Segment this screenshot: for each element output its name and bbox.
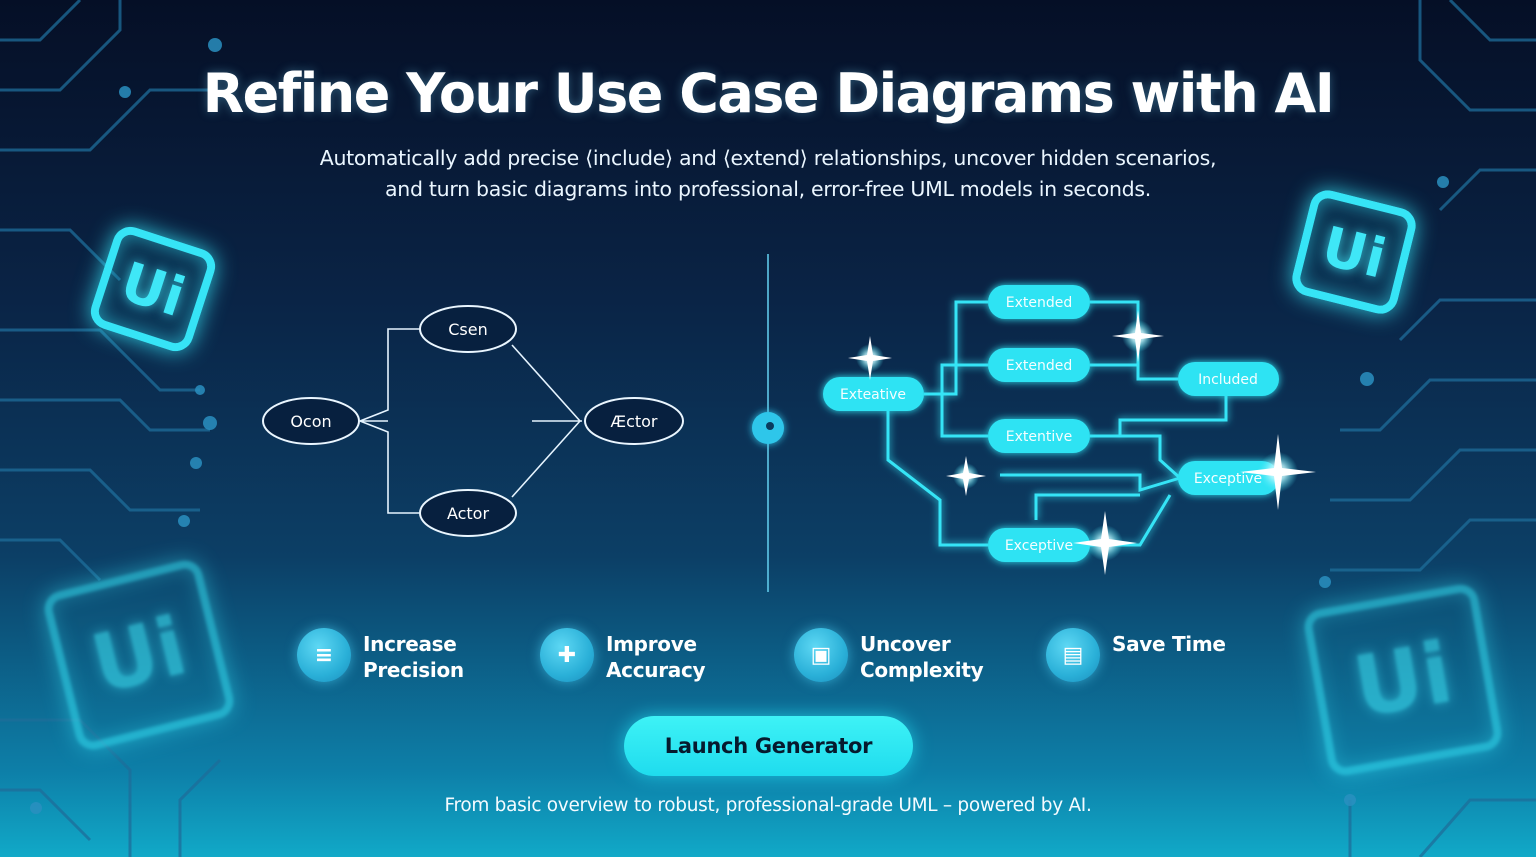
feature-label-line-1: Increase	[363, 632, 457, 656]
refined-node-label: Included	[1198, 372, 1258, 388]
feature-label: Uncover Complexity	[860, 631, 1010, 683]
feature-label-line-1: Uncover	[860, 632, 951, 656]
refined-node: Exceptive	[1178, 461, 1279, 495]
refined-node: Extended	[988, 285, 1090, 319]
basic-node-label: Actor	[447, 504, 490, 523]
feature-label: Improve Accuracy	[606, 631, 756, 683]
sparkle-icons	[848, 310, 1316, 575]
footer-tagline: From basic overview to robust, professio…	[444, 795, 1092, 816]
refined-node-label: Exceptive	[1005, 538, 1073, 554]
refined-node: Extentive	[988, 419, 1090, 453]
precision-icon: ≡	[297, 628, 351, 682]
basic-node: Æctor	[584, 397, 684, 445]
refined-node-label: Extended	[1006, 295, 1073, 311]
complexity-icon: ▣	[794, 628, 848, 682]
feature-label-line-2: Complexity	[860, 658, 984, 682]
basic-node-label: Csen	[448, 320, 488, 339]
accuracy-icon: ✚	[540, 628, 594, 682]
page-title: Refine Your Use Case Diagrams with AI	[202, 62, 1335, 125]
page-subtitle: Automatically add precise ⟨include⟩ and …	[240, 143, 1296, 205]
feature-label: Save Time	[1112, 631, 1262, 657]
refined-diagram-connectors	[886, 300, 1228, 547]
feature-increase-precision: ≡ Increase Precision	[297, 628, 513, 683]
launch-generator-button[interactable]: Launch Generator	[624, 716, 913, 776]
basic-node: Actor	[419, 489, 517, 537]
refined-node-label: Exceptive	[1194, 471, 1262, 487]
refined-node-label: Extended	[1006, 358, 1073, 374]
save-time-icon: ▤	[1046, 628, 1100, 682]
feature-save-time: ▤ Save Time	[1046, 628, 1262, 682]
refined-node: Exceptive	[988, 528, 1090, 562]
basic-node: Csen	[419, 305, 517, 353]
basic-node: Ocon	[262, 397, 360, 445]
basic-diagram-connectors	[359, 328, 582, 514]
feature-label-line-2: Precision	[363, 658, 464, 682]
feature-label: Increase Precision	[363, 631, 513, 683]
refined-node: Included	[1178, 362, 1279, 396]
feature-label-line-1: Improve	[606, 632, 697, 656]
feature-improve-accuracy: ✚ Improve Accuracy	[540, 628, 756, 683]
basic-node-label: Ocon	[290, 412, 331, 431]
feature-uncover-complexity: ▣ Uncover Complexity	[794, 628, 1010, 683]
basic-node-label: Æctor	[610, 412, 657, 431]
subtitle-line-1: Automatically add precise ⟨include⟩ and …	[319, 146, 1217, 170]
feature-label-line-2: Accuracy	[606, 658, 706, 682]
refined-node: Exteative	[823, 377, 924, 411]
refined-node-label: Exteative	[840, 387, 906, 403]
refined-node: Extended	[988, 348, 1090, 382]
subtitle-line-2: and turn basic diagrams into professiona…	[385, 177, 1151, 201]
feature-label-line-1: Save Time	[1112, 632, 1226, 656]
refined-node-label: Extentive	[1006, 429, 1072, 445]
